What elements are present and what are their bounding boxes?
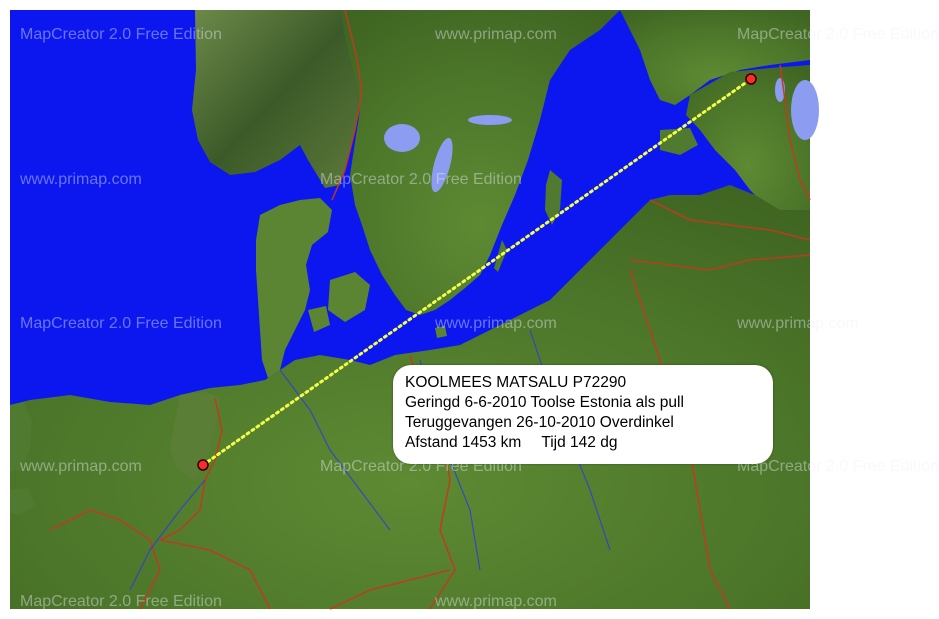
lake-malaren [468,115,512,125]
river-rhine [129,479,206,591]
land-oland [494,240,507,272]
lake-vattern [431,137,453,193]
land-finland [620,10,810,105]
border-germany-czech [329,569,451,610]
border-belgium [49,509,161,610]
land-bornholm [435,326,447,338]
land-norway [192,10,360,188]
map-canvas[interactable] [10,9,819,610]
land-uk [10,402,32,472]
info-ringed: Geringd 6-6-2010 Toolse Estonia als pull [405,394,684,411]
lake-peipus [791,80,819,140]
land-zealand [328,272,370,322]
land-sweden [340,10,620,315]
land-funen [308,306,330,332]
land-gotland [545,170,562,225]
marker-toolse[interactable] [745,73,757,85]
land-uk-south [10,488,35,515]
marker-overdinkel[interactable] [197,459,209,471]
info-distance: Afstand 1453 km [405,434,522,451]
map-frame: MapCreator 2.0 Free Edition www.primap.c… [10,9,939,610]
info-box: KOOLMEES MATSALU P72290 Geringd 6-6-2010… [393,365,773,464]
migration-route [201,77,753,467]
border-baltics [649,199,811,241]
lake-vanern [384,124,420,152]
border-norway-sweden [331,9,363,201]
land-netherlands [170,392,220,480]
land-denmark [256,198,332,378]
info-duration: Tijd 142 dg [541,434,618,451]
border-estonia-russia [779,64,811,201]
info-distance-time: Afstand 1453 km Tijd 142 dg [405,433,761,453]
info-title: KOOLMEES MATSALU P72290 [405,374,627,391]
info-recaptured: Teruggevangen 26-10-2010 Overdinkel [405,414,674,431]
border-latvia-lithuania [629,254,811,271]
border-germany-west [159,539,271,610]
